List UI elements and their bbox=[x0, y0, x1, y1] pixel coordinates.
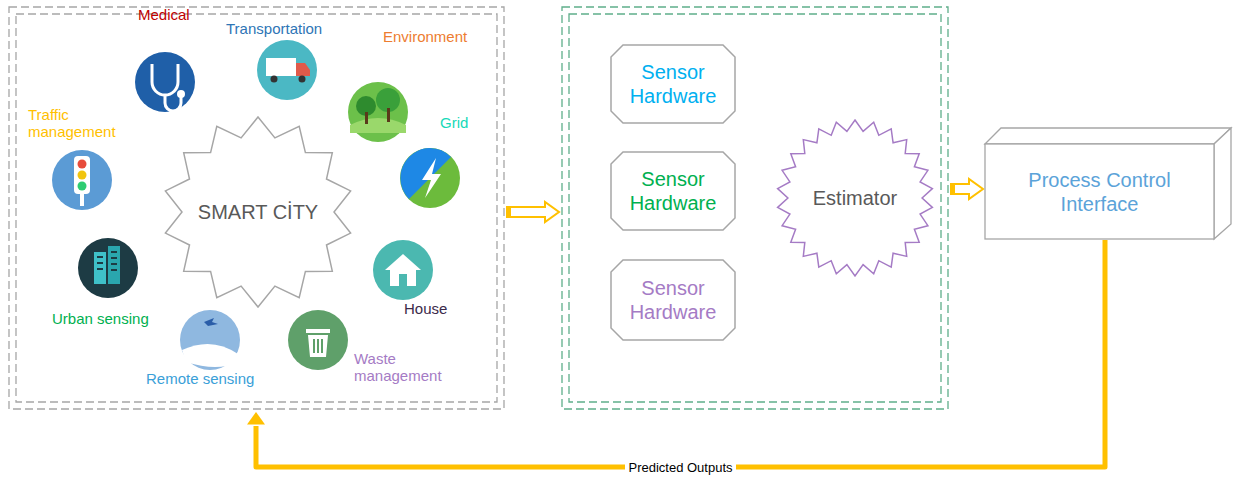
node-text: Estimator bbox=[800, 186, 909, 210]
icon-label: House bbox=[404, 300, 464, 317]
node-text: Sensor Hardware bbox=[617, 60, 729, 108]
remote-sensing-icon bbox=[180, 310, 240, 370]
urban-sensing-icon bbox=[78, 238, 138, 298]
city-region: SMART CİTY bbox=[8, 6, 505, 410]
icon-label: Traffic management bbox=[28, 106, 138, 141]
sensor-box: Sensor Hardware bbox=[611, 152, 735, 230]
sensor-box: Sensor Hardware bbox=[611, 45, 735, 123]
node-text: SMART CİTY bbox=[192, 200, 325, 224]
edge-label: Predicted Outputs bbox=[625, 460, 735, 475]
flow-arrow bbox=[951, 179, 983, 199]
transportation-icon bbox=[257, 40, 317, 100]
node-text: Process Control Interface bbox=[991, 168, 1208, 216]
house-icon bbox=[373, 240, 433, 300]
node-text: Sensor Hardware bbox=[617, 167, 729, 215]
sensor-box-outline bbox=[611, 260, 735, 340]
icon-label: Remote sensing bbox=[146, 370, 276, 387]
icon-label: Grid bbox=[440, 114, 480, 131]
environment-icon bbox=[348, 82, 408, 142]
flow-arrow bbox=[507, 202, 559, 222]
sensor-box-outline bbox=[611, 45, 735, 123]
icon-label: Medical bbox=[138, 6, 218, 23]
icon-label: Urban sensing bbox=[52, 310, 172, 327]
sensor-box-outline bbox=[611, 152, 735, 230]
city-star: SMART CİTY bbox=[163, 117, 353, 307]
waste-icon bbox=[288, 310, 348, 370]
icon-label: Environment bbox=[383, 28, 493, 45]
node-text: Sensor Hardware bbox=[617, 276, 729, 324]
process-box: Process Control Interface bbox=[985, 128, 1232, 240]
grid-icon bbox=[400, 148, 460, 208]
sensor-region: Sensor HardwareSensor HardwareSensor Har… bbox=[561, 6, 949, 410]
traffic-icon bbox=[52, 150, 112, 210]
icon-label: Transportation bbox=[226, 20, 356, 37]
sensor-box: Sensor Hardware bbox=[611, 260, 735, 340]
medical-icon bbox=[135, 52, 195, 112]
estimator-star: Estimator bbox=[777, 120, 933, 276]
icon-label: Waste management bbox=[354, 350, 444, 385]
flow-arrow bbox=[247, 240, 1105, 467]
